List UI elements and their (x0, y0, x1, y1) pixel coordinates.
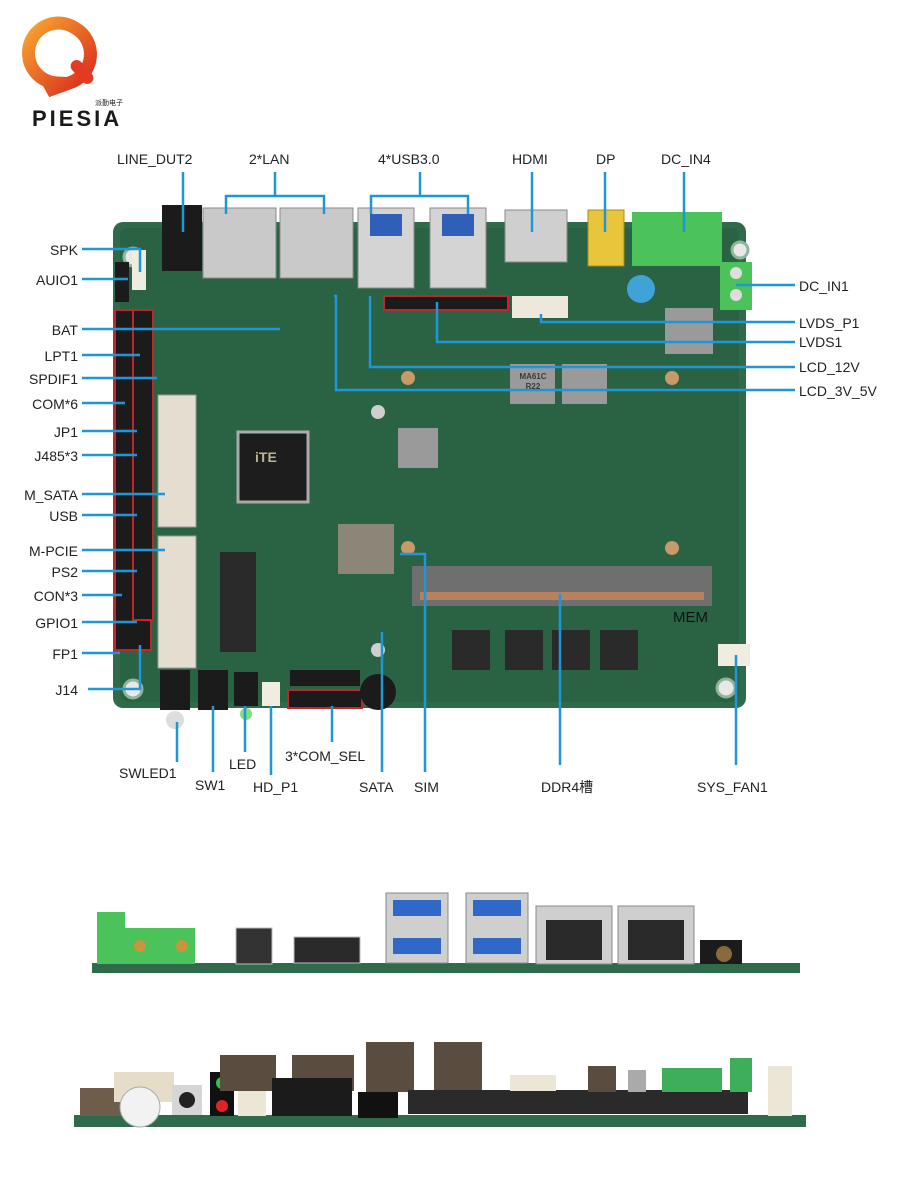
sys-fan1-connector (718, 644, 750, 666)
brand-name: PIESIA (32, 106, 123, 131)
label-dc-in4: DC_IN4 (661, 151, 711, 167)
usb-port-stack-1 (357, 207, 415, 289)
left-header-column-2 (132, 309, 154, 621)
label-dp: DP (596, 151, 616, 167)
mem-marking: MEM (673, 609, 708, 626)
label-auio1: AUIO1 (35, 272, 78, 288)
hdmi-side (293, 936, 361, 964)
label-lpt1: LPT1 (44, 348, 78, 364)
hdmi-port (504, 209, 568, 263)
pin-header-side (272, 1078, 352, 1116)
power-button-icon (119, 1086, 161, 1128)
label-m-pcie: M-PCIE (29, 543, 78, 559)
label-sw1: SW1 (195, 777, 226, 793)
label-lcd-3v-5v: LCD_3V_5V (799, 383, 877, 399)
label-sys-fan1: SYS_FAN1 (697, 779, 768, 795)
label-com-sel: 3*COM_SEL (285, 748, 366, 764)
label-swled1: SWLED1 (119, 765, 177, 781)
label-sata: SATA (359, 779, 394, 795)
motherboard-top-view: iTE MEM (113, 205, 752, 729)
lan-port-1 (202, 207, 277, 279)
label-j485: J485*3 (34, 448, 78, 464)
label-led: LED (229, 756, 257, 772)
lvds-p1-connector (512, 296, 568, 318)
label-bat: BAT (51, 322, 78, 338)
lvds1-header (383, 295, 509, 311)
dc-in4-terminal (632, 212, 722, 266)
label-con3: CON*3 (33, 588, 78, 604)
label-usb: USB (49, 508, 78, 524)
ite-chip (236, 430, 310, 504)
label-jp1: JP1 (53, 424, 78, 440)
label-lcd-12v: LCD_12V (799, 359, 860, 375)
label-lan: 2*LAN (249, 151, 290, 167)
label-j14: J14 (55, 682, 78, 698)
label-fp1: FP1 (52, 646, 78, 662)
inductor-marked (510, 364, 555, 404)
label-hdmi: HDMI (512, 151, 548, 167)
label-m-sata: M_SATA (24, 487, 78, 503)
label-spk: SPK (49, 242, 78, 258)
rear-side-view (74, 1042, 806, 1128)
label-ps2: PS2 (51, 564, 78, 580)
label-lvds1: LVDS1 (799, 334, 843, 350)
label-gpio1: GPIO1 (35, 615, 78, 631)
label-usb30: 4*USB3.0 (378, 151, 440, 167)
label-ddr4: DDR4槽 (541, 779, 594, 795)
lan-port-2 (279, 207, 354, 279)
brand-chinese-name: 派勤电子 (95, 100, 123, 107)
label-hd-p1: HD_P1 (253, 779, 299, 795)
label-spdif1: SPDIF1 (28, 371, 78, 387)
front-io-side-view (92, 892, 800, 973)
com-sel-header (287, 689, 363, 709)
inductor (665, 308, 713, 354)
label-sim: SIM (414, 779, 439, 795)
label-com6: COM*6 (32, 396, 78, 412)
m-pcie-slot (157, 535, 197, 669)
ite-chip-label: iTE (255, 449, 277, 465)
m-sata-slot (157, 394, 197, 528)
logo-q-icon (22, 16, 97, 98)
sata-connector (290, 670, 360, 686)
label-line-out2: LINE_DUT2 (117, 151, 193, 167)
mini-dp-side (235, 927, 273, 965)
inductor-marking: MA61C R22 (519, 372, 547, 391)
label-dc-in1: DC_IN1 (799, 278, 849, 294)
ddr4-slot-side (408, 1090, 748, 1114)
sim-slot (338, 524, 394, 574)
label-lvds-p1: LVDS_P1 (799, 315, 860, 331)
leader-lines (82, 172, 795, 775)
